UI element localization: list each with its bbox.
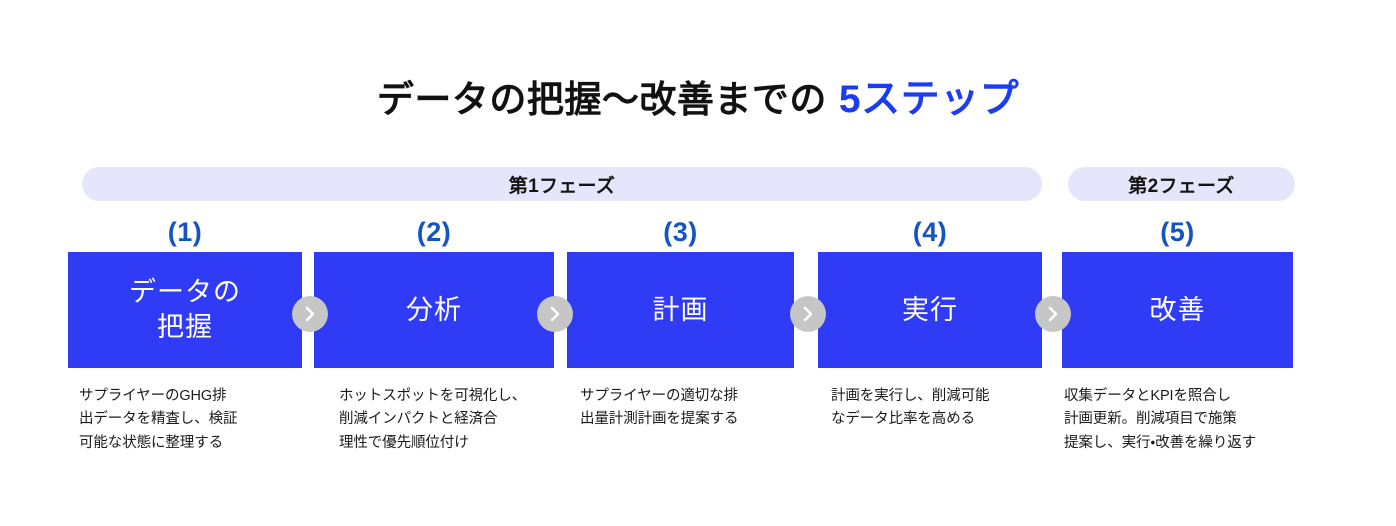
step-5-number: (5) — [1160, 217, 1195, 247]
step-4[interactable]: (4) 実行 計画を実行し、削減可能 なデータ比率を高める — [818, 214, 1042, 432]
step-3[interactable]: (3) 計画 サプライヤーの適切な排 出量計測計画を提案する — [567, 214, 794, 432]
page-title: データの把握～改善までの 5ステップ — [0, 68, 1396, 124]
page-title-accent: 5ステップ — [838, 78, 1020, 121]
step-5-caption: 収集データとKPIを照合し 計画更新。削減項目で施策 提案し、実行・改善を繰り返… — [1064, 388, 1257, 451]
chevron-right-icon — [790, 296, 826, 332]
step-2-number: (2) — [416, 217, 452, 247]
chevron-right-icon — [292, 296, 328, 332]
step-2-caption: ホットスポットを可視化し、 削減インパクトと経済合 理性で優先順位付け — [339, 388, 527, 451]
phase-banner-2: 第2フェーズ — [1068, 167, 1295, 201]
step-3-box[interactable]: 計画 — [567, 252, 794, 368]
step-2[interactable]: (2) 分析 ホットスポットを可視化し、 削減インパクトと経済合 理性で優先順位… — [314, 214, 554, 455]
step-4-number: (4) — [912, 217, 948, 247]
chevron-right-icon — [1035, 296, 1071, 332]
step-3-box-label: 計画 — [652, 294, 709, 325]
step-4-box[interactable]: 実行 — [818, 252, 1042, 368]
step-5[interactable]: (5) 改善 収集データとKPIを照合し 計画更新。削減項目で施策 提案し、実行… — [1062, 214, 1293, 455]
page-title-main: データの把握～改善までの — [376, 79, 827, 120]
step-4-box-label: 実行 — [902, 294, 958, 325]
step-1-box-label: データの 把握 — [129, 277, 241, 342]
chevron-right-icon — [537, 296, 573, 332]
phase-banner-1: 第1フェーズ — [82, 167, 1042, 201]
step-1-box[interactable]: データの 把握 — [68, 252, 302, 368]
step-1[interactable]: (1) データの 把握 サプライヤーのGHG排 出データを精査し、検証 可能な状… — [68, 214, 302, 455]
step-5-box[interactable]: 改善 — [1062, 252, 1293, 368]
step-4-caption: 計画を実行し、削減可能 なデータ比率を高める — [831, 388, 990, 428]
step-2-box[interactable]: 分析 — [314, 252, 554, 368]
step-1-caption: サプライヤーのGHG排 出データを精査し、検証 可能な状態に整理する — [79, 388, 238, 451]
step-1-number: (1) — [167, 217, 203, 247]
step-2-box-label: 分析 — [406, 294, 462, 325]
step-5-box-label: 改善 — [1149, 294, 1206, 325]
step-3-caption: サプライヤーの適切な排 出量計測計画を提案する — [580, 388, 739, 428]
step-3-number: (3) — [663, 217, 698, 247]
